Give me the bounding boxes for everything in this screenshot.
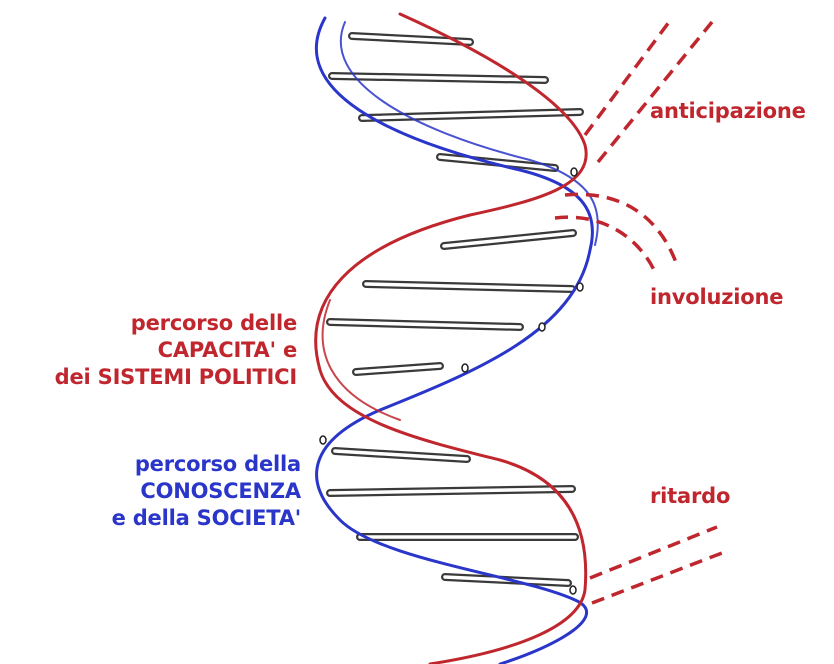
knowledge-caption-line-2: CONOSCENZA	[112, 478, 301, 505]
involuzione-label: involuzione	[650, 284, 783, 311]
capacity-politics-strand-inner	[323, 300, 400, 420]
capacity-caption-line-2: CAPACITA' e	[55, 337, 297, 364]
knowledge-caption-line-3: e della SOCIETA'	[112, 505, 301, 532]
base-pair-rung	[444, 233, 573, 246]
anticipazione-label: anticipazione	[650, 98, 806, 125]
base-pair-rungs	[330, 36, 580, 583]
ritardo-divergence-lines	[590, 527, 722, 603]
capacity-politics-caption: percorso delle CAPACITA' e dei SISTEMI P…	[55, 310, 297, 391]
knowledge-caption-line-1: percorso della	[112, 451, 301, 478]
knowledge-society-strand-inner	[341, 22, 598, 245]
capacity-caption-line-1: percorso delle	[55, 310, 297, 337]
knowledge-society-caption: percorso della CONOSCENZA e della SOCIET…	[112, 451, 301, 532]
anticipazione-divergence-lines	[585, 18, 712, 162]
ritardo-label: ritardo	[650, 483, 730, 510]
capacity-caption-line-3: dei SISTEMI POLITICI	[55, 364, 297, 391]
